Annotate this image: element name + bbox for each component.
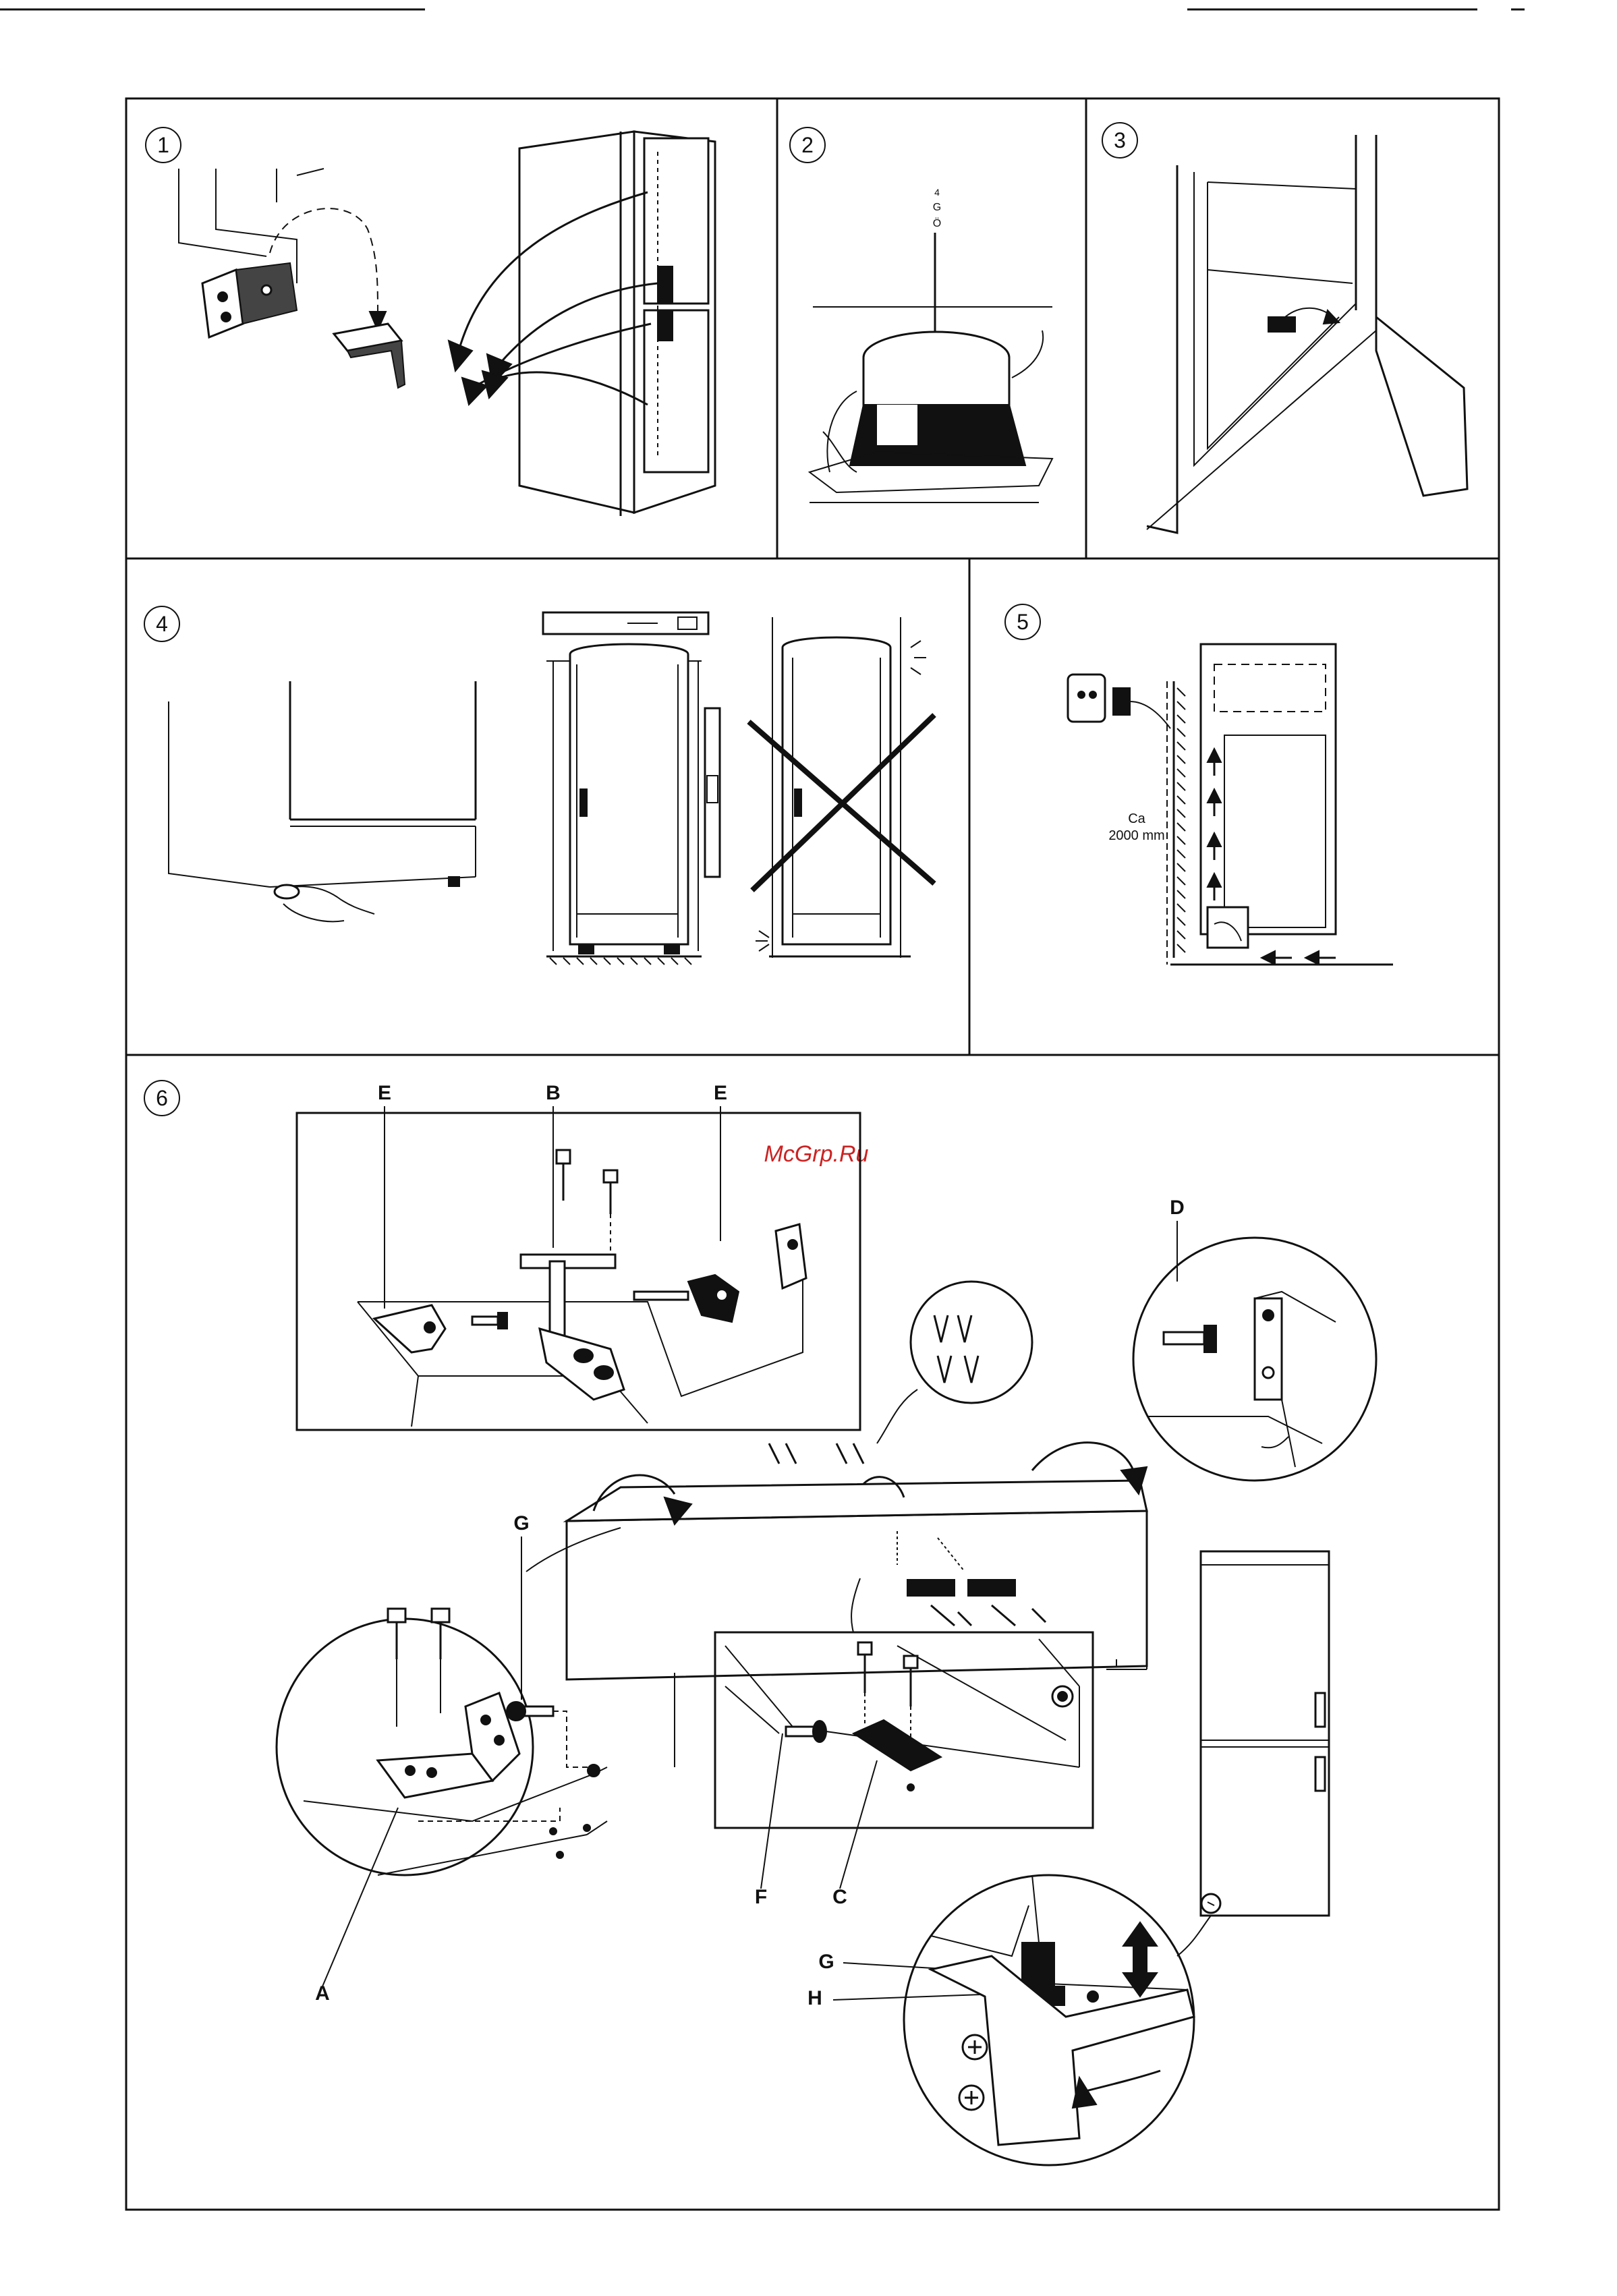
detail-screw-caps	[877, 1282, 1032, 1443]
panel-2-number-text: 2	[801, 133, 814, 157]
panel-3-number-text: 3	[1114, 128, 1126, 152]
panel-4-number: 4	[144, 606, 179, 641]
label-e-left: E	[378, 1082, 391, 1104]
panel-1-number: 1	[146, 127, 181, 163]
panel-3-door-alignment	[1147, 135, 1467, 533]
label-c: C	[832, 1886, 847, 1908]
label-e-right: E	[714, 1082, 727, 1104]
panel-1-number-text: 1	[157, 133, 169, 157]
label-g-top: G	[513, 1512, 529, 1534]
detail-foot-adjust	[904, 1875, 1211, 2165]
label-b: B	[546, 1082, 561, 1104]
label-h: H	[807, 1987, 822, 2009]
label-g-bottom: G	[818, 1951, 834, 1973]
panel-4-correct-installation	[543, 612, 720, 965]
compressor-marking-2: G	[933, 202, 941, 213]
panel-3-number: 3	[1102, 123, 1137, 158]
label-d: D	[1170, 1197, 1185, 1219]
panel-5-number-text: 5	[1017, 610, 1029, 634]
panel-1-fridge-door-swap	[449, 132, 715, 516]
distance-label-ca: Ca	[1128, 811, 1145, 826]
panel-2-compressor: 4 G Ö	[810, 187, 1052, 503]
distance-label-mm: 2000 mm	[1108, 828, 1164, 843]
fridge-standing	[1201, 1551, 1329, 1916]
panel-4-levelling	[169, 681, 476, 921]
compressor-marking-1: 4	[934, 187, 940, 198]
watermark-text: McGrp.Ru	[764, 1141, 869, 1167]
panel-4-number-text: 4	[156, 612, 168, 636]
panel-2-number: 2	[790, 127, 825, 163]
label-f: F	[755, 1886, 767, 1908]
detail-hinge-d	[1133, 1238, 1376, 1481]
panel-5-number: 5	[1005, 604, 1040, 639]
panel-6-number: 6	[144, 1081, 179, 1116]
panel-1-hinge-removal	[179, 169, 405, 388]
fridge-lying	[567, 1443, 1147, 1767]
panel-6-number-text: 6	[156, 1086, 168, 1110]
panel-4-incorrect-installation	[749, 617, 934, 958]
panel-5-ventilation: Ca 2000 mm	[1068, 644, 1393, 965]
compressor-marking-3: Ö	[933, 217, 941, 229]
top-screws	[769, 1443, 863, 1464]
